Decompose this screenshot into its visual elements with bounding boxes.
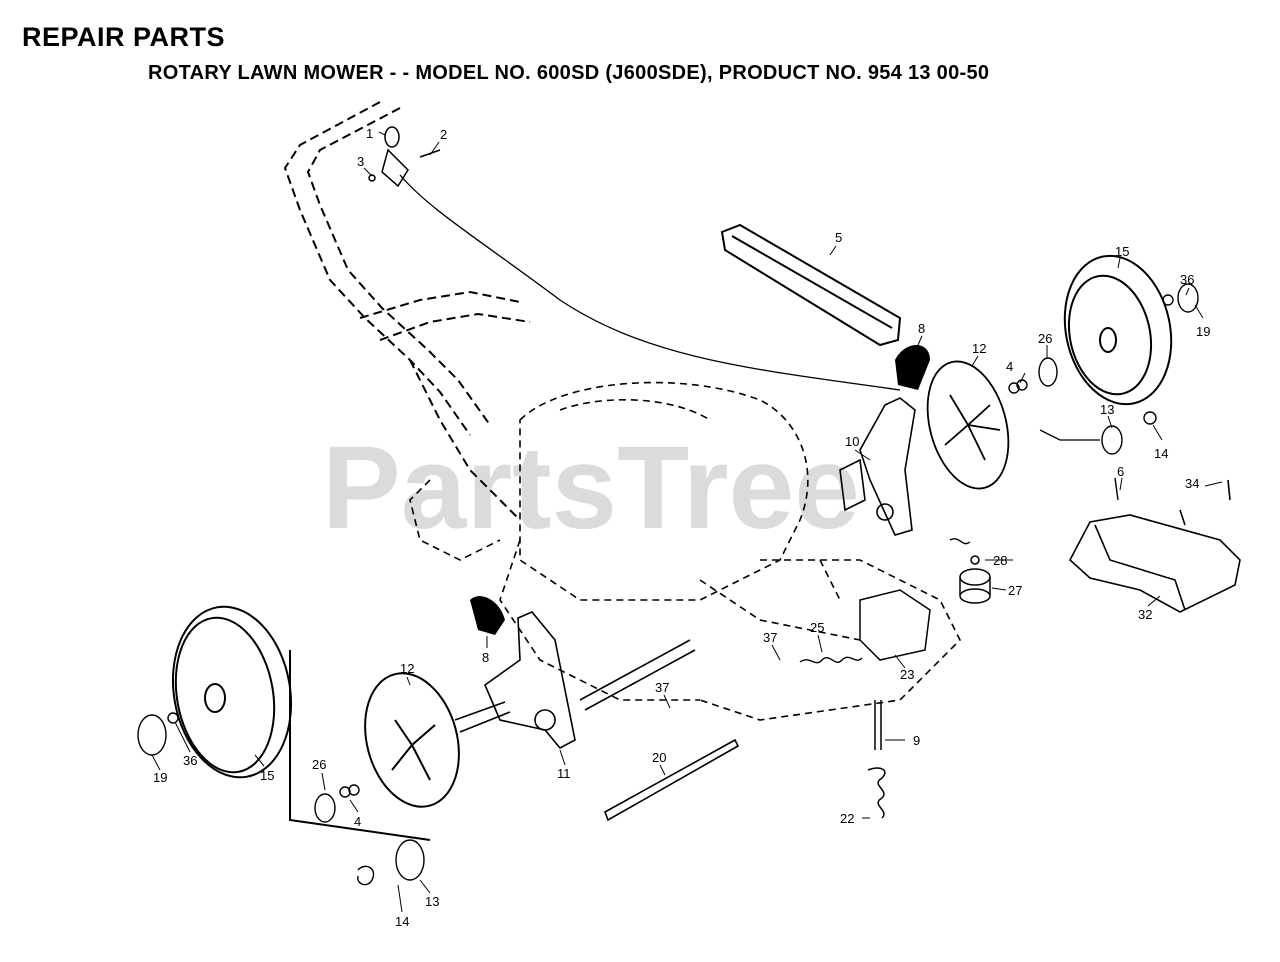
callout-10: 10 — [845, 434, 859, 449]
spring — [799, 538, 971, 664]
callout-36-left: 36 — [183, 753, 197, 768]
left-small-parts — [137, 712, 425, 886]
callout-26-left: 26 — [312, 757, 326, 772]
callout-6: 6 — [1117, 464, 1124, 479]
watermark-text: PartsTree — [322, 422, 860, 554]
callout-26-right: 26 — [1038, 331, 1052, 346]
callout-5: 5 — [835, 230, 842, 245]
callout-25: 25 — [810, 620, 824, 635]
callout-8-right: 8 — [918, 321, 925, 336]
callout-14-left: 14 — [395, 914, 409, 929]
callout-37-left: 37 — [655, 680, 669, 695]
callout-37-right: 37 — [763, 630, 777, 645]
callout-32: 32 — [1138, 607, 1152, 622]
callout-34: 34 — [1185, 476, 1199, 491]
model-subtitle: ROTARY LAWN MOWER - - MODEL NO. 600SD (J… — [148, 62, 990, 84]
callout-19-right: 19 — [1196, 324, 1210, 339]
callout-28: 28 — [993, 553, 1007, 568]
wheel-boot-left — [470, 596, 505, 635]
height-lever-assembly — [859, 589, 931, 819]
control-lever — [368, 126, 441, 188]
callout-19-left: 19 — [153, 770, 167, 785]
wheel-right — [1063, 254, 1173, 406]
callout-3: 3 — [357, 154, 364, 169]
callout-1: 1 — [366, 126, 373, 141]
callout-15-left: 15 — [260, 768, 274, 783]
handle-outline — [283, 101, 531, 521]
callout-20: 20 — [652, 750, 666, 765]
callout-12-right: 12 — [972, 341, 986, 356]
callout-11: 11 — [557, 766, 571, 781]
callout-leaders — [151, 131, 1223, 913]
callout-labels: 1 2 3 5 8 12 4 26 15 36 19 13 14 6 34 10… — [153, 126, 1210, 929]
callout-14-right: 14 — [1154, 446, 1168, 461]
control-cable — [399, 174, 1100, 441]
callout-36-right: 36 — [1180, 272, 1194, 287]
wheel-left — [171, 605, 431, 841]
roller-part — [959, 555, 991, 604]
rear-guard — [1069, 479, 1241, 613]
callout-2: 2 — [440, 127, 447, 142]
hub-plate-left — [364, 672, 460, 808]
callout-13-left: 13 — [425, 894, 439, 909]
height-adjuster-right — [839, 397, 916, 536]
callout-27: 27 — [1008, 583, 1022, 598]
callout-9: 9 — [913, 733, 920, 748]
axle-rod — [604, 738, 740, 822]
height-adjuster-left — [454, 611, 696, 750]
callout-22: 22 — [840, 811, 854, 826]
callout-13-right: 13 — [1100, 402, 1114, 417]
wheel-boot-right — [895, 345, 930, 390]
callout-4-right: 4 — [1006, 359, 1013, 374]
engine-deck-outline — [409, 381, 961, 721]
hub-plate-right — [926, 360, 1010, 490]
callout-4-left: 4 — [354, 814, 361, 829]
page-title: REPAIR PARTS — [22, 22, 226, 52]
callout-15-right: 15 — [1115, 244, 1129, 259]
drive-belt — [720, 223, 902, 347]
callout-8-left: 8 — [482, 650, 489, 665]
callout-23: 23 — [900, 667, 914, 682]
callout-12-left: 12 — [400, 661, 414, 676]
